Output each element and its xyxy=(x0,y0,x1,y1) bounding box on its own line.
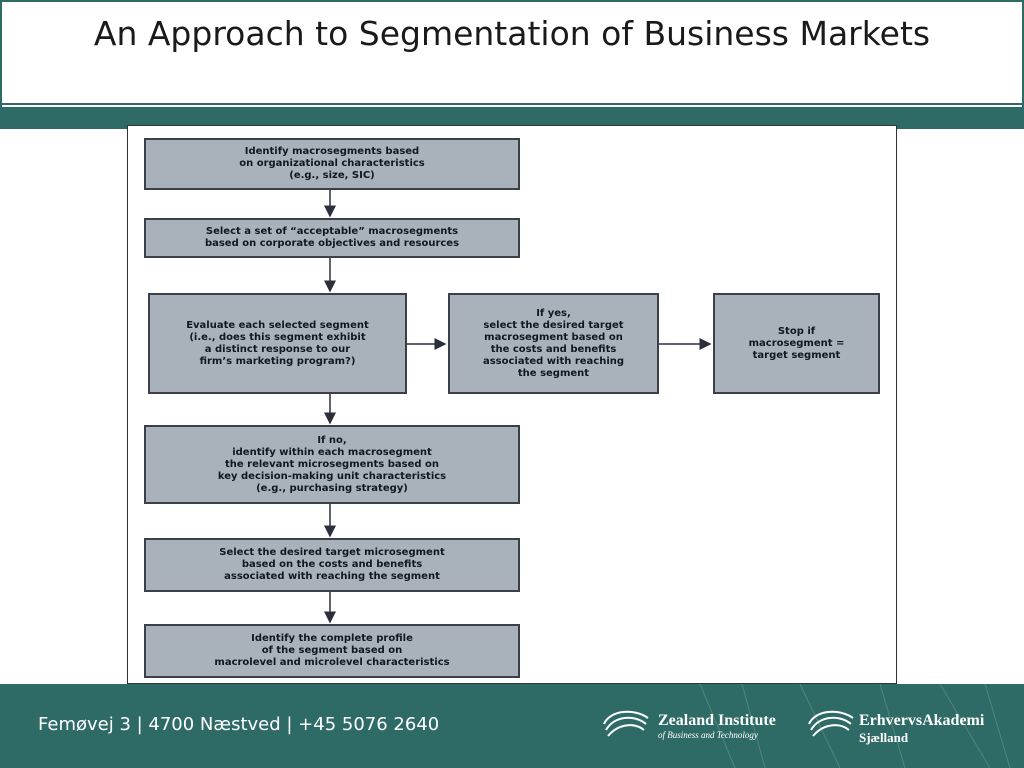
erhvervsakademi-logo-name: ErhvervsAkademi xyxy=(859,712,985,729)
top-border xyxy=(0,0,1024,2)
step-if-yes: If yes, select the desired target macros… xyxy=(448,293,659,394)
step-select-acceptable: Select a set of “acceptable” macrosegmen… xyxy=(144,218,520,258)
zealand-logo-sub: of Business and Technology xyxy=(658,730,758,740)
step-select-microsegment: Select the desired target microsegment b… xyxy=(144,538,520,592)
step-identify-macrosegments: Identify macrosegments based on organiza… xyxy=(144,138,520,190)
step-identify-profile: Identify the complete profile of the seg… xyxy=(144,624,520,678)
swirl-icon xyxy=(808,710,854,737)
footer-decor xyxy=(699,684,1011,768)
zealand-logo-name: Zealand Institute xyxy=(658,712,776,729)
footer-address: Femøvej 3 | 4700 Næstved | +45 5076 2640 xyxy=(38,714,440,735)
right-border xyxy=(1022,0,1024,110)
step-if-no: If no, identify within each macrosegment… xyxy=(144,425,520,504)
erhvervsakademi-logo-sub: Sjælland xyxy=(859,730,909,745)
header-rule xyxy=(0,103,1024,105)
step-evaluate-segment: Evaluate each selected segment (i.e., do… xyxy=(148,293,407,394)
header-band xyxy=(0,107,1024,129)
left-border xyxy=(0,0,2,110)
slide-title: An Approach to Segmentation of Business … xyxy=(93,14,931,53)
footer-bar: Femøvej 3 | 4700 Næstved | +45 5076 2640… xyxy=(0,684,1024,768)
swirl-icon xyxy=(603,710,649,737)
step-stop: Stop if macrosegment = target segment xyxy=(713,293,880,394)
flow-arrows xyxy=(324,190,712,624)
flowchart-figure: Identify macrosegments based on organiza… xyxy=(127,125,897,684)
